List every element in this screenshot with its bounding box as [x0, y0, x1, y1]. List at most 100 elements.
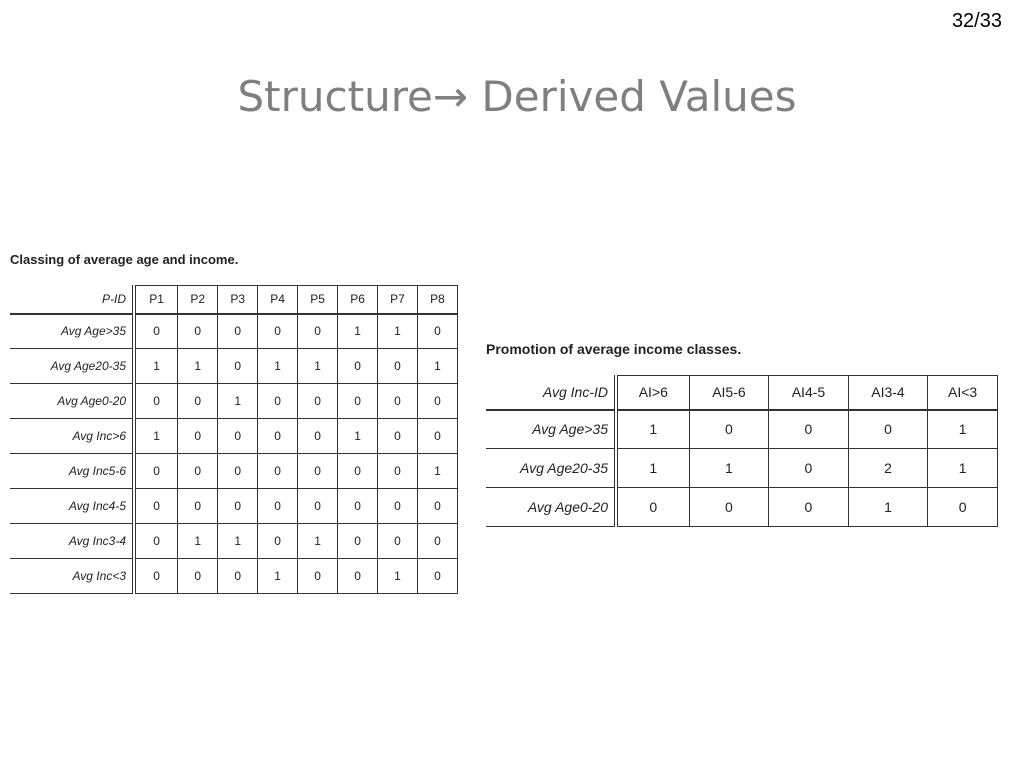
table-cell: 0 [177, 418, 219, 454]
table-cell: 0 [416, 383, 459, 419]
row-label: Avg Inc5-6 [10, 453, 136, 489]
row-label: Avg Age>35 [10, 313, 136, 349]
table-cell: 1 [416, 348, 459, 384]
page-number: 32/33 [951, 10, 1002, 32]
table-cell: 0 [416, 558, 459, 594]
column-header: P5 [297, 285, 339, 315]
table-cell: 0 [257, 418, 299, 454]
table-cell: 1 [416, 453, 459, 489]
table-cell: 1 [133, 418, 179, 454]
table-cell: 1 [257, 348, 299, 384]
table-cell: 0 [133, 313, 179, 349]
table-cell: 0 [615, 487, 690, 527]
table-cell: 1 [927, 448, 998, 488]
table-cell: 0 [177, 488, 219, 524]
table-cell: 1 [297, 523, 339, 559]
table-cell: 0 [377, 453, 418, 489]
table-cell: 0 [217, 558, 259, 594]
table-cell: 0 [257, 523, 299, 559]
table-cell: 0 [257, 313, 299, 349]
table-cell: 1 [337, 313, 379, 349]
column-header: P8 [416, 285, 459, 315]
table-cell: 1 [615, 448, 690, 488]
table-cell: 0 [177, 313, 219, 349]
column-header: AI>6 [615, 375, 690, 411]
table-cell: 0 [416, 418, 459, 454]
table-cell: 2 [847, 448, 929, 488]
row-label: Avg Age>35 [486, 409, 618, 449]
column-header: AI3-4 [847, 375, 929, 411]
column-header: P6 [337, 285, 379, 315]
table-cell: 0 [377, 348, 418, 384]
row-label: Avg Age20-35 [10, 348, 136, 384]
table-cell: 0 [217, 348, 259, 384]
table-cell: 1 [377, 313, 418, 349]
table-cell: 0 [133, 523, 179, 559]
table-cell: 0 [377, 383, 418, 419]
row-label: Avg Age0-20 [10, 383, 136, 419]
table-cell: 0 [688, 487, 770, 527]
table-cell: 0 [177, 558, 219, 594]
table-cell: 1 [615, 409, 690, 449]
table-cell: 1 [297, 348, 339, 384]
table-cell: 0 [217, 488, 259, 524]
table-cell: 0 [217, 418, 259, 454]
table-cell: 0 [688, 409, 770, 449]
table-cell: 1 [927, 409, 998, 449]
table-cell: 0 [337, 558, 379, 594]
row-label: Avg Inc4-5 [10, 488, 136, 524]
table-cell: 0 [217, 313, 259, 349]
table-cell: 0 [257, 383, 299, 419]
table-cell: 1 [177, 348, 219, 384]
table-cell: 0 [377, 523, 418, 559]
table-cell: 1 [688, 448, 770, 488]
table-cell: 0 [377, 488, 418, 524]
table-cell: 0 [133, 383, 179, 419]
table-cell: 0 [337, 348, 379, 384]
column-header: P4 [257, 285, 299, 315]
table-cell: 0 [177, 383, 219, 419]
table-cell: 0 [177, 453, 219, 489]
table2-caption: Promotion of average income classes. [486, 341, 742, 357]
table-cell: 0 [337, 488, 379, 524]
table-cell: 1 [377, 558, 418, 594]
table-cell: 0 [927, 487, 998, 527]
table-cell: 1 [177, 523, 219, 559]
table-cell: 1 [217, 523, 259, 559]
table-cell: 0 [768, 487, 849, 527]
table-cell: 0 [297, 313, 339, 349]
column-header: AI<3 [927, 375, 998, 411]
table-cell: 0 [133, 488, 179, 524]
table-cell: 0 [133, 558, 179, 594]
table-cell: 0 [416, 488, 459, 524]
column-header: AI5-6 [688, 375, 770, 411]
table-cell: 0 [297, 453, 339, 489]
row-label: Avg Inc<3 [10, 558, 136, 594]
table-cell: 1 [217, 383, 259, 419]
table-cell: 0 [768, 448, 849, 488]
table-cell: 1 [133, 348, 179, 384]
table1-caption: Classing of average age and income. [10, 252, 239, 267]
row-label: Avg Age20-35 [486, 448, 618, 488]
table-cell: 0 [217, 453, 259, 489]
table-cell: 0 [297, 488, 339, 524]
row-label: Avg Age0-20 [486, 487, 618, 527]
table-cell: 0 [768, 409, 849, 449]
table-cell: 1 [847, 487, 929, 527]
table-cell: 0 [257, 453, 299, 489]
column-header: P1 [133, 285, 179, 315]
